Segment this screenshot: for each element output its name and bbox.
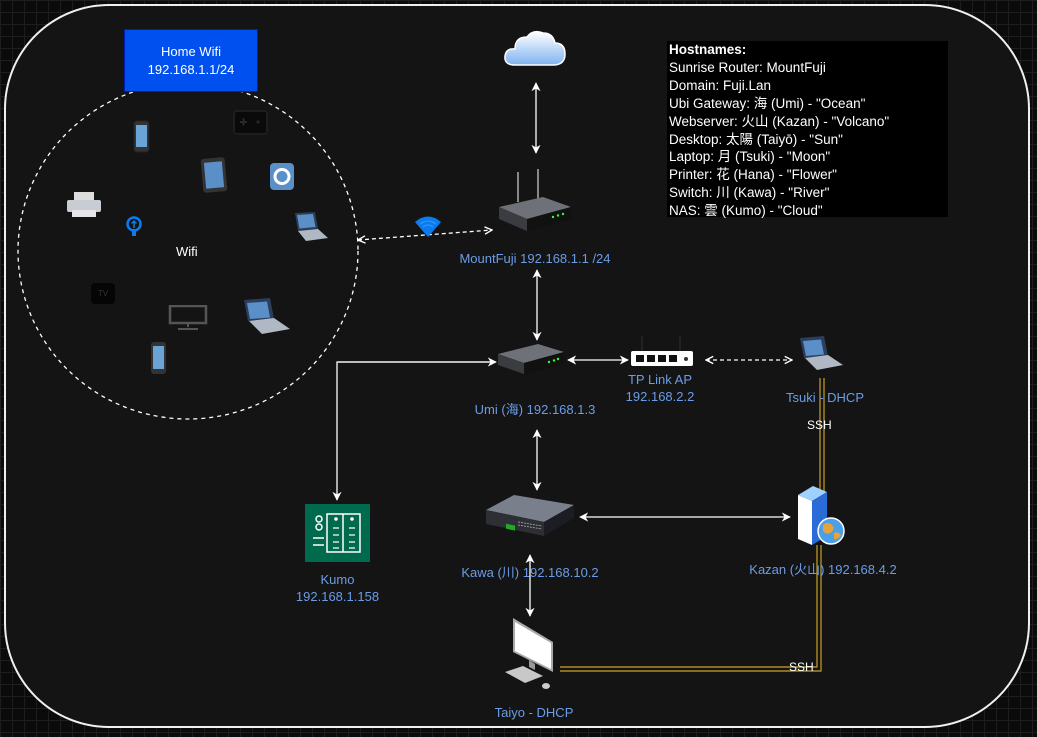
phone-icon[interactable] <box>150 341 168 376</box>
kumo-name: Kumo <box>320 572 355 587</box>
umi-label: Umi (海) 192.168.1.3 <box>474 402 596 417</box>
internet-cloud-icon[interactable] <box>503 27 567 69</box>
kawa-label: Kawa (川) 192.168.10.2 <box>461 565 599 580</box>
ssh-label-taiyo: SSH <box>789 660 814 674</box>
webserver-kazan-icon[interactable] <box>790 485 850 547</box>
home-wifi-box[interactable]: Home Wifi 192.168.1.1/24 <box>124 29 258 92</box>
nas-kumo-icon[interactable] <box>305 504 370 562</box>
hostname-line: Laptop: 月 (Tsuki) - "Moon" <box>669 149 831 165</box>
smart-bulb-icon[interactable] <box>126 216 142 238</box>
ssh-link-tsuki-kazan <box>819 378 825 492</box>
ssh-link-kazan-taiyo <box>560 545 822 672</box>
gamepad-icon[interactable] <box>233 110 268 135</box>
link-wifi-mountfuji <box>358 230 492 240</box>
router-mountfuji-icon[interactable] <box>496 167 576 242</box>
svg-text:TV: TV <box>98 289 109 298</box>
switch-kawa-icon[interactable] <box>484 492 576 542</box>
hostnames-heading: Hostnames: <box>669 42 747 57</box>
home-wifi-subnet: 192.168.1.1/24 <box>147 61 235 77</box>
kumo-ip: 192.168.1.158 <box>295 589 380 604</box>
hostname-line: Sunrise Router: MountFuji <box>669 59 826 75</box>
tsuki-label: Tsuki - DHCP <box>785 390 864 405</box>
smart-speaker-icon[interactable] <box>269 162 295 191</box>
ssh-label-tsuki: SSH <box>807 418 832 432</box>
laptop-tsuki-icon[interactable] <box>796 335 848 375</box>
tplink-name: TP Link AP <box>627 372 693 387</box>
hostnames-legend: Hostnames: Sunrise Router: MountFuji Dom… <box>667 41 948 219</box>
laptop-icon[interactable] <box>292 211 330 243</box>
kazan-label: Kazan (火山) 192.168.4.2 <box>749 562 897 577</box>
link-umi-kumo <box>332 361 490 501</box>
wifi-zone-circle <box>17 82 359 420</box>
desktop-taiyo-icon[interactable] <box>503 616 563 692</box>
hostname-line: Printer: 花 (Hana) - "Flower" <box>669 167 837 183</box>
tablet-icon[interactable] <box>200 157 230 194</box>
gateway-umi-icon[interactable] <box>496 338 568 383</box>
tv-box-icon[interactable]: TV <box>90 282 116 306</box>
access-point-tplink-icon[interactable] <box>630 334 694 368</box>
hostname-line: Ubi Gateway: 海 (Umi) - "Ocean" <box>669 95 866 111</box>
hostname-line: Desktop: 太陽 (Taiyō) - "Sun" <box>669 131 843 147</box>
phone-icon[interactable] <box>133 120 151 154</box>
wifi-zone-label: Wifi <box>176 244 198 259</box>
taiyo-label: Taiyo - DHCP <box>494 705 574 720</box>
home-wifi-title: Home Wifi <box>161 43 221 59</box>
tplink-ip: 192.168.2.2 <box>625 389 695 404</box>
tplink-label: TP Link AP 192.168.2.2 <box>610 371 710 405</box>
hostname-line: Switch: 川 (Kawa) - "River" <box>669 185 830 201</box>
hostname-line: Webserver: 火山 (Kazan) - "Volcano" <box>669 113 890 129</box>
laptop-icon[interactable] <box>241 297 293 337</box>
printer-icon[interactable] <box>66 191 102 219</box>
mountfuji-label: MountFuji 192.168.1.1 /24 <box>459 251 611 266</box>
kumo-label: Kumo 192.168.1.158 <box>275 571 400 605</box>
hostname-line: NAS: 雲 (Kumo) - "Cloud" <box>669 203 823 219</box>
wifi-signal-icon <box>415 216 441 237</box>
monitor-icon[interactable] <box>168 305 208 331</box>
hostname-line: Domain: Fuji.Lan <box>669 77 772 93</box>
